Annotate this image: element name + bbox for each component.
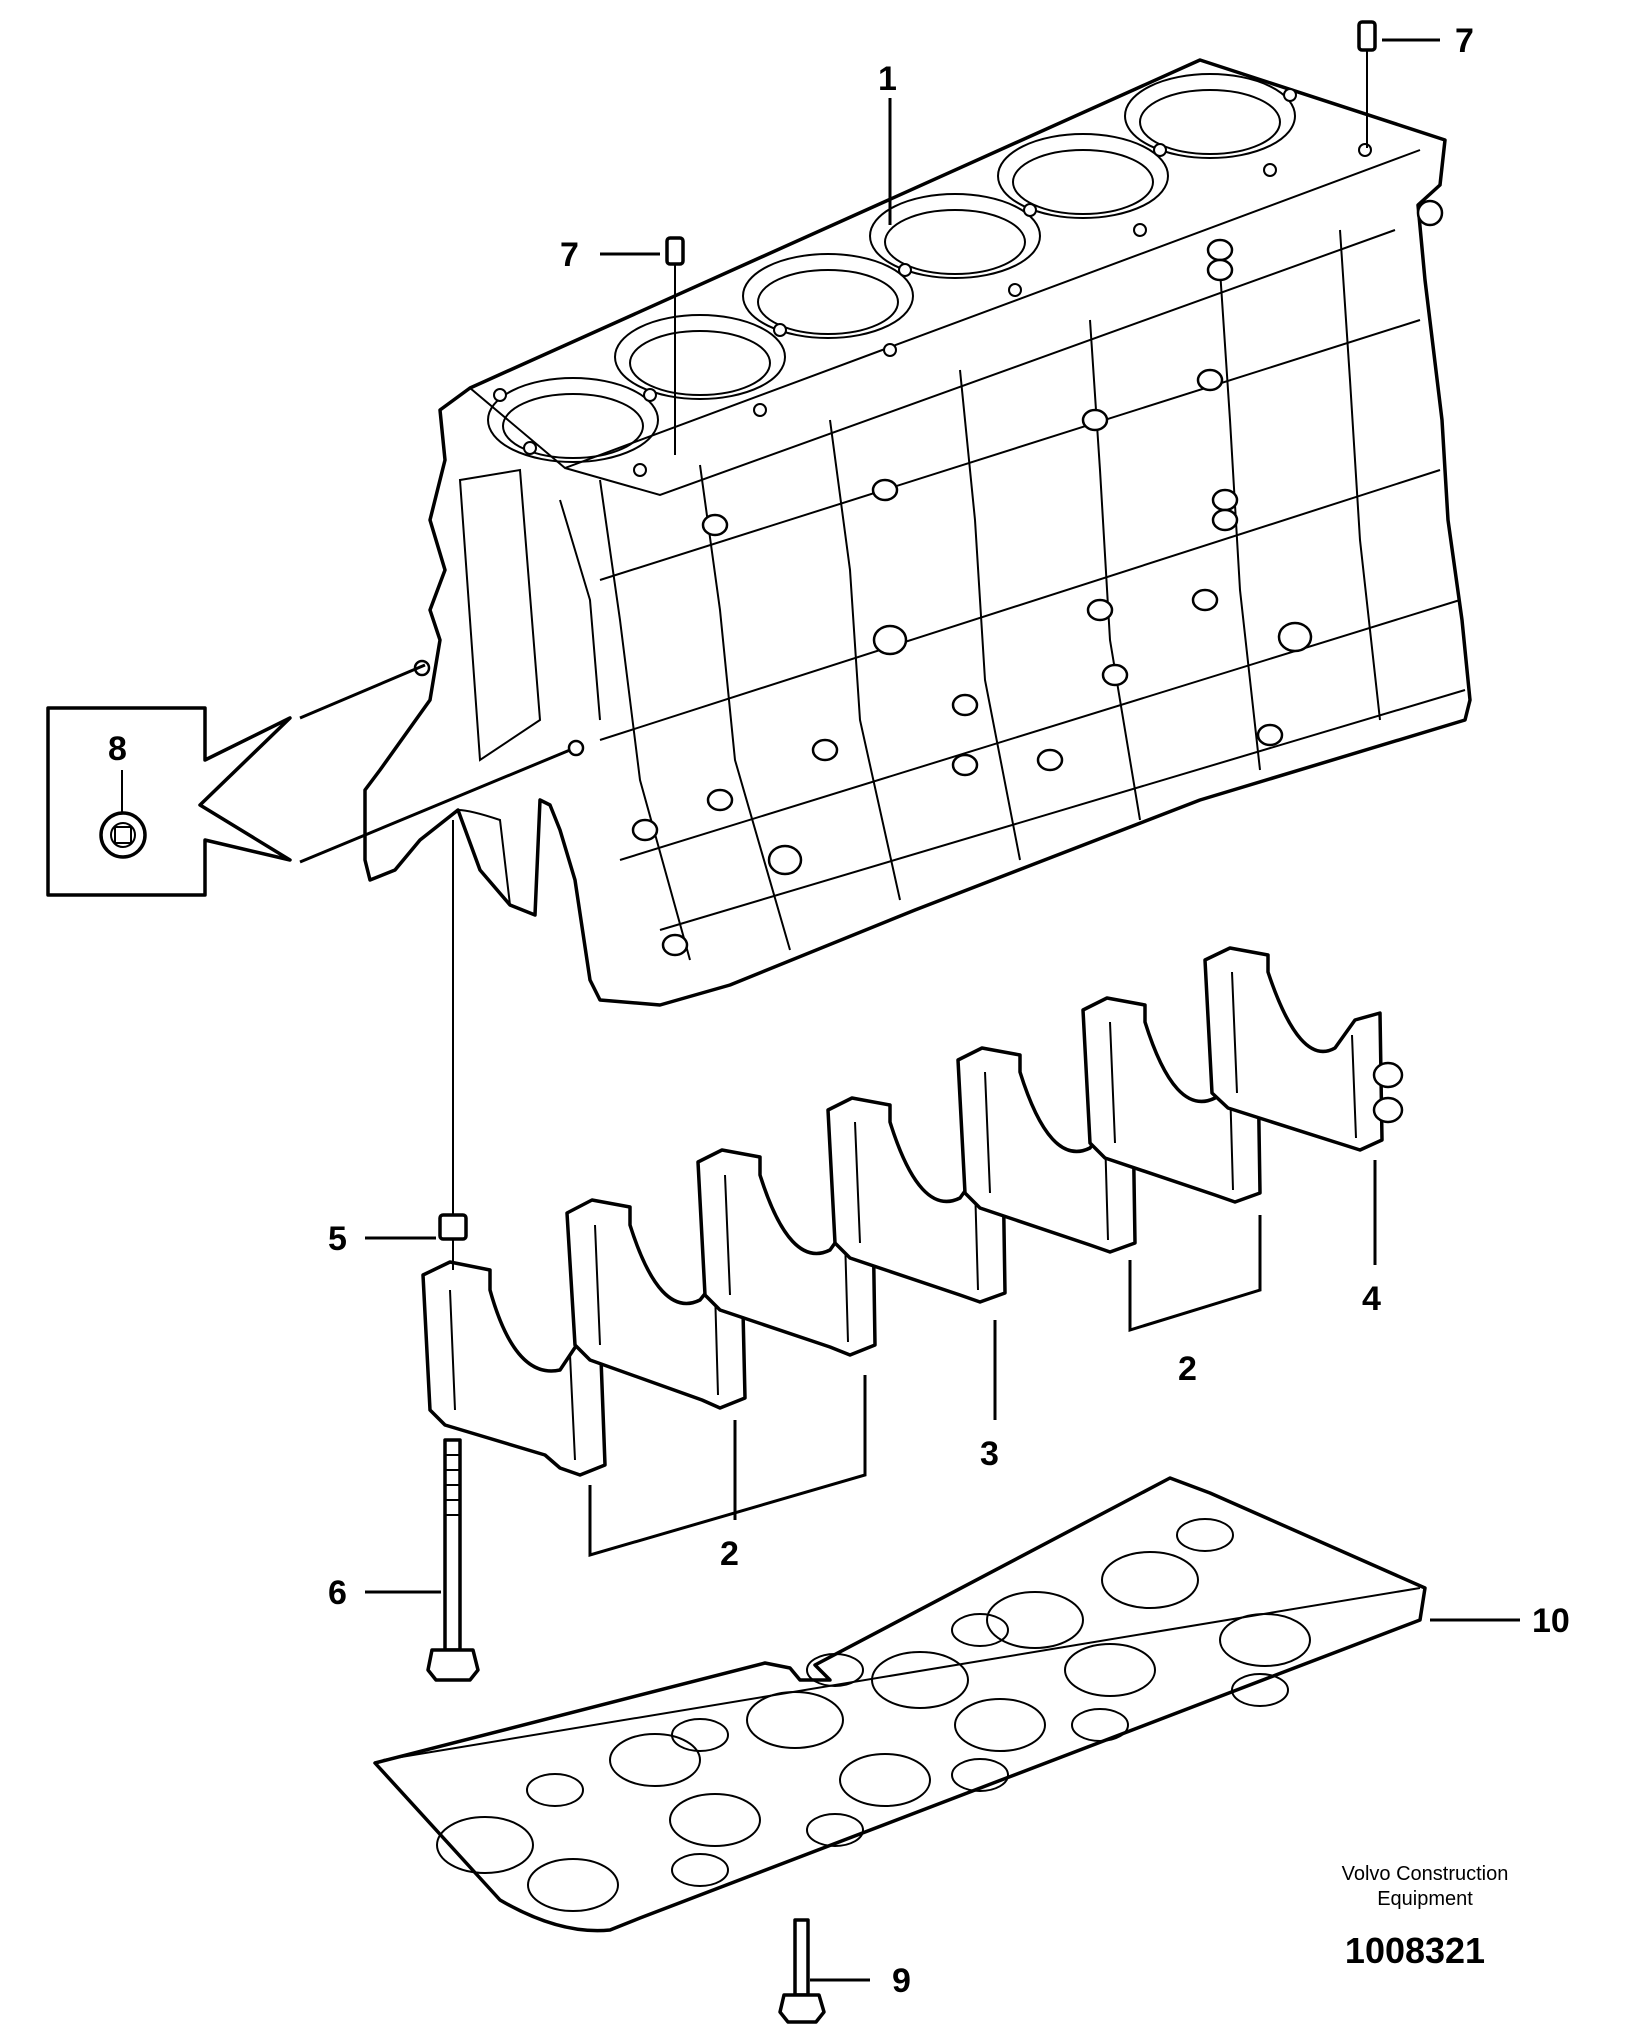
callout-labels: 1 7 7 8 5 6 2 2 3 4 10 9	[108, 22, 1570, 2000]
drawing-number: 1008321	[1345, 1930, 1485, 1971]
main-bearing-caps	[421, 946, 1404, 1477]
plate-bolt	[778, 1918, 826, 2024]
bearing-cap	[1081, 996, 1262, 1204]
callout-1: 1	[878, 60, 897, 98]
callout-8: 8	[108, 730, 127, 768]
callout-5: 5	[328, 1220, 347, 1258]
plug-icon	[99, 811, 147, 859]
dowel-pin-deck	[665, 236, 685, 455]
bearing-cap	[1203, 946, 1404, 1152]
gasket-holes	[436, 1518, 1311, 1912]
plug-inset	[46, 663, 571, 897]
company-name-line1: Volvo Construction	[1342, 1863, 1509, 1885]
bedplate-gasket	[373, 1476, 1427, 1933]
callout-6: 6	[328, 1574, 347, 1612]
bearing-cap	[826, 1096, 1007, 1304]
dowel-pin-top	[1357, 20, 1377, 148]
callout-2-right: 2	[1178, 1350, 1197, 1388]
callout-3: 3	[980, 1435, 999, 1473]
cap-sleeve	[438, 820, 468, 1270]
cylinder-block	[363, 58, 1472, 1007]
drawing-footer: Volvo Construction Equipment 1008321	[1342, 1863, 1509, 1971]
callout-7-top: 7	[1455, 22, 1474, 60]
company-name-line2: Equipment	[1377, 1888, 1473, 1910]
bearing-cap	[565, 1198, 747, 1410]
bearing-cap	[421, 1260, 607, 1477]
callout-9: 9	[892, 1962, 911, 2000]
deck-bolt-holes	[493, 88, 1372, 477]
block-ribs	[458, 229, 1466, 961]
callout-2-left: 2	[720, 1535, 739, 1573]
callout-10: 10	[1532, 1602, 1570, 1640]
callout-7-deck: 7	[560, 236, 579, 274]
block-bosses	[631, 199, 1444, 957]
callout-4: 4	[1362, 1280, 1381, 1318]
cylinder-bores	[487, 73, 1296, 463]
leader-lines	[365, 38, 1520, 1982]
main-bearing-bolt	[426, 1438, 480, 1682]
